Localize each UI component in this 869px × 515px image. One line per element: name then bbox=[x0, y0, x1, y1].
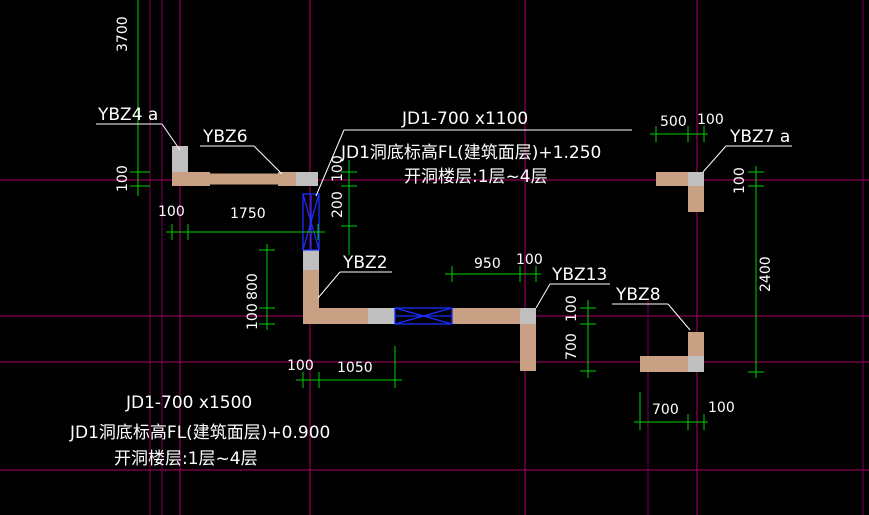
dimension-lines bbox=[130, 0, 764, 430]
dim-100-bottom: 100 bbox=[158, 204, 185, 220]
label-ybz6: YBZ6 bbox=[202, 127, 248, 147]
opening-upper-floors: 开洞楼层:1层~4层 bbox=[404, 167, 548, 187]
leader-lines bbox=[96, 123, 792, 331]
dim-100-ybz13: 100 bbox=[564, 295, 580, 322]
dim-100-right: 100 bbox=[708, 400, 735, 416]
opening-lower-elevation: JD1洞底标高FL(建筑面层)+0.900 bbox=[69, 423, 330, 443]
dim-500: 500 bbox=[660, 114, 687, 130]
dim-200: 200 bbox=[330, 191, 346, 218]
wall-members bbox=[172, 146, 704, 372]
dim-700-horizontal: 700 bbox=[652, 402, 679, 418]
dim-800: 800 bbox=[245, 273, 261, 300]
opening-upper-code: JD1-700 x1100 bbox=[401, 109, 528, 129]
dim-2400: 2400 bbox=[758, 256, 774, 292]
opening-upper-symbol bbox=[302, 193, 320, 251]
opening-lower-floors: 开洞楼层:1层~4层 bbox=[114, 449, 258, 469]
dim-100-ybz7: 100 bbox=[732, 167, 748, 194]
label-ybz4a: YBZ4 a bbox=[97, 105, 158, 125]
opening-lower-code: JD1-700 x1500 bbox=[125, 393, 252, 413]
dim-100-950: 100 bbox=[516, 252, 543, 268]
opening-lower-symbol bbox=[394, 307, 453, 325]
dim-100-left: 100 bbox=[115, 165, 131, 192]
dim-1050: 1050 bbox=[337, 360, 373, 376]
dim-3700: 3700 bbox=[115, 16, 131, 52]
label-ybz7a: YBZ7 a bbox=[729, 127, 790, 147]
dim-100-top: 100 bbox=[330, 155, 346, 182]
dim-950: 950 bbox=[474, 256, 501, 272]
opening-upper-elevation: JD1洞底标高FL(建筑面层)+1.250 bbox=[340, 143, 601, 163]
dim-1750: 1750 bbox=[230, 206, 266, 222]
dim-100-mid: 100 bbox=[245, 303, 261, 330]
label-ybz2: YBZ2 bbox=[342, 253, 388, 273]
dim-100-lower: 100 bbox=[287, 358, 314, 374]
dim-100-500: 100 bbox=[697, 112, 724, 128]
dim-700-vertical: 700 bbox=[564, 333, 580, 360]
label-ybz13: YBZ13 bbox=[551, 265, 607, 285]
label-ybz8: YBZ8 bbox=[615, 285, 661, 305]
